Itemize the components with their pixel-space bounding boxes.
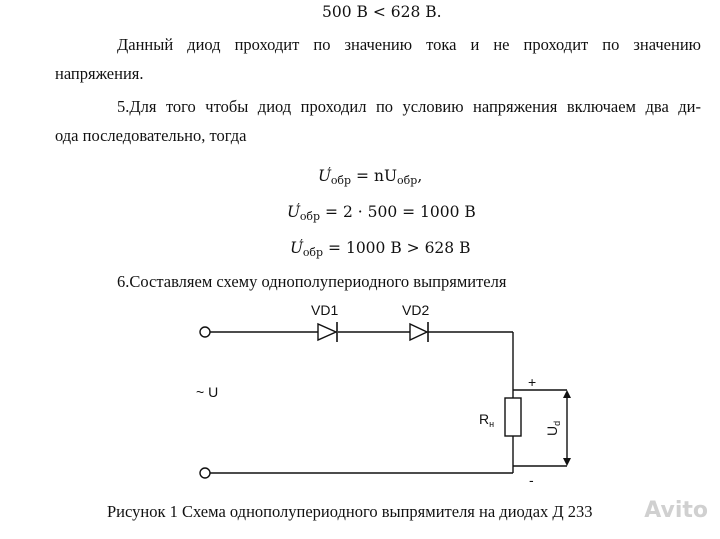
- eq3-lhs-var: U: [290, 239, 304, 257]
- label-output-sub: d: [552, 421, 562, 426]
- label-minus: -: [529, 472, 534, 488]
- svg-text:Ud: Ud: [544, 421, 562, 436]
- label-vd2: VD2: [402, 302, 429, 318]
- eq2-rhs: = 2 · 500 = 1000 B: [325, 203, 476, 221]
- top-inequality: 500 В < 628 В.: [322, 3, 442, 21]
- eq2-lhs-sub: обр: [299, 210, 321, 223]
- output-arrowhead-top: [563, 390, 571, 398]
- label-vd1: VD1: [311, 302, 338, 318]
- paragraph-2-line-2: ода последовательно, тогда: [55, 126, 247, 145]
- paragraph-3: 6.Составляем схему однополупериодного вы…: [117, 272, 507, 291]
- eq1-lhs-var: U: [318, 167, 332, 185]
- eq2-lhs-var: U: [287, 203, 301, 221]
- label-plus: +: [528, 374, 536, 390]
- eq3-lhs-sub: обр: [302, 246, 324, 259]
- eq1-tail: ,: [417, 167, 423, 185]
- label-source: ~ U: [196, 384, 218, 400]
- figure-caption: Рисунок 1 Схема однополупериодного выпря…: [107, 502, 593, 521]
- equation-3: U′обр = 1000 B > 628 B: [290, 237, 471, 259]
- label-load: Rн: [479, 411, 494, 429]
- eq1-lhs-sub: обр: [330, 174, 352, 187]
- paragraph-1-line-1: Данный диод проходит по значению тока и …: [117, 35, 701, 54]
- paragraph-1-line-2: напряжения.: [55, 64, 144, 83]
- eq1-rhs-sub: обр: [397, 174, 418, 187]
- equation-1: U′обр = nUобр,: [318, 165, 423, 187]
- terminal-bottom: [199, 467, 211, 479]
- diode-vd2: [409, 322, 429, 342]
- output-arrowhead-bottom: [563, 458, 571, 466]
- label-output: Ud: [544, 421, 562, 436]
- label-load-r: R: [479, 411, 489, 427]
- avito-watermark: Avito: [644, 498, 708, 523]
- load-resistor: [504, 397, 522, 437]
- eq1-rhs: = nU: [356, 167, 398, 185]
- label-load-sub: н: [489, 419, 494, 429]
- terminal-top: [199, 326, 211, 338]
- equation-2: U′обр = 2 · 500 = 1000 B: [287, 201, 476, 223]
- paragraph-2-line-1: 5.Для того чтобы диод проходил по услови…: [117, 97, 701, 116]
- label-output-u: U: [544, 426, 560, 436]
- eq3-rhs: = 1000 B > 628 B: [328, 239, 471, 257]
- diode-vd1: [317, 322, 338, 342]
